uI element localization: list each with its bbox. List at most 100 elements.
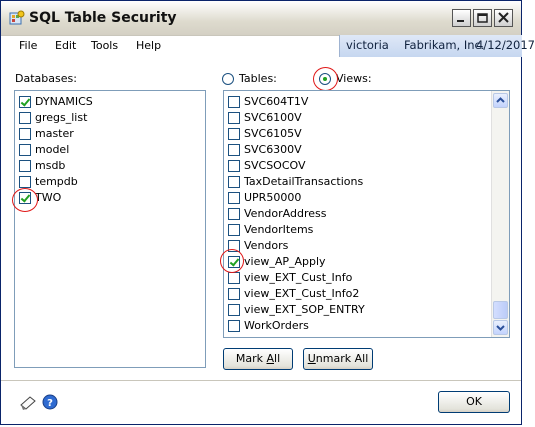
user-date: 4/12/2017	[476, 38, 535, 52]
database-item[interactable]: TWO	[19, 191, 209, 207]
help-icon[interactable]: ?	[42, 394, 58, 410]
company-name: Fabrikam, Inc.	[404, 38, 485, 52]
user-info-bar: victoria Fabrikam, Inc. 4/12/2017	[339, 35, 535, 57]
object-item-checkbox[interactable]	[228, 128, 240, 140]
tables-radio-label: Tables:	[239, 72, 277, 85]
object-item[interactable]: SVC6105V	[228, 127, 513, 143]
object-item[interactable]: SVCSOCOV	[228, 159, 513, 175]
object-item-checkbox[interactable]	[228, 272, 240, 284]
database-item-label: tempdb	[35, 175, 78, 188]
database-item-checkbox[interactable]	[19, 112, 31, 124]
unmark-all-button[interactable]: Unmark All	[303, 348, 373, 370]
object-item[interactable]: SVC6100V	[228, 111, 513, 127]
object-item-checkbox[interactable]	[228, 112, 240, 124]
object-item[interactable]: WorkOrders	[228, 319, 513, 335]
sql-table-security-window: SQL Table Security File Edit Tools Help …	[0, 0, 522, 425]
object-item-checkbox[interactable]	[228, 224, 240, 236]
object-item[interactable]: Vendors	[228, 239, 513, 255]
menu-file[interactable]: File	[19, 39, 38, 52]
scroll-down-icon	[496, 325, 505, 331]
database-item-checkbox[interactable]	[19, 160, 31, 172]
object-item-label: SVC6300V	[244, 143, 302, 156]
object-item-label: UPR50000	[244, 191, 302, 204]
maximize-button[interactable]	[473, 9, 492, 27]
database-item-label: master	[35, 127, 74, 140]
object-item-checkbox[interactable]	[228, 320, 240, 332]
menu-tools[interactable]: Tools	[91, 39, 119, 52]
object-item-label: WorkOrders	[244, 319, 309, 332]
object-item-checkbox[interactable]	[228, 160, 240, 172]
object-item-label: SVC604T1V	[244, 95, 309, 108]
object-item-label: view_EXT_Cust_Info2	[244, 287, 360, 300]
window-title: SQL Table Security	[29, 10, 177, 26]
user-name: victoria	[346, 38, 389, 52]
database-item-label: model	[35, 143, 70, 156]
database-item-checkbox[interactable]	[19, 128, 31, 140]
object-item[interactable]: view_EXT_Cust_Info	[228, 271, 513, 287]
object-item[interactable]: view_EXT_Cust_Info2	[228, 287, 513, 303]
object-item-label: view_EXT_SOP_ENTRY	[244, 303, 365, 316]
database-item-label: msdb	[35, 159, 66, 172]
maximize-icon	[477, 13, 488, 23]
minimize-button[interactable]	[452, 9, 471, 27]
database-item-checkbox[interactable]	[19, 176, 31, 188]
close-icon	[498, 12, 509, 23]
databases-label: Databases:	[15, 72, 77, 85]
database-item[interactable]: gregs_list	[19, 111, 209, 127]
object-item-checkbox[interactable]	[228, 208, 240, 220]
scroll-down-button[interactable]	[493, 320, 508, 335]
scroll-thumb[interactable]	[493, 301, 508, 319]
title-bar: SQL Table Security	[1, 1, 521, 35]
object-item-label: view_EXT_Cust_Info	[244, 271, 353, 284]
object-item-label: Vendors	[244, 239, 289, 252]
object-item-checkbox[interactable]	[228, 304, 240, 316]
object-item-checkbox[interactable]	[228, 192, 240, 204]
close-button[interactable]	[494, 9, 513, 27]
object-item[interactable]: UPR50000	[228, 191, 513, 207]
app-icon	[9, 10, 25, 26]
object-item[interactable]: view_EXT_SOP_ENTRY	[228, 303, 513, 319]
footer-divider	[1, 380, 521, 381]
menu-edit[interactable]: Edit	[55, 39, 77, 52]
database-item-checkbox[interactable]	[19, 96, 31, 108]
menu-help[interactable]: Help	[136, 39, 162, 52]
highlight-circle-two	[12, 188, 38, 212]
object-item[interactable]: VendorItems	[228, 223, 513, 239]
database-item[interactable]: DYNAMICS	[19, 95, 209, 111]
note-icon[interactable]	[19, 395, 37, 411]
database-item-label: DYNAMICS	[35, 95, 93, 108]
database-item[interactable]: model	[19, 143, 209, 159]
object-item[interactable]: SVC604T1V	[228, 95, 513, 111]
database-item-checkbox[interactable]	[19, 144, 31, 156]
highlight-circle-view-ap-apply	[220, 249, 244, 273]
object-item[interactable]: view_AP_Apply	[228, 255, 513, 271]
unmark-all-label-post: nmark All	[315, 352, 369, 365]
object-item-checkbox[interactable]	[228, 96, 240, 108]
highlight-circle-views	[313, 67, 338, 91]
database-item[interactable]: master	[19, 127, 209, 143]
object-item-label: VendorAddress	[244, 207, 327, 220]
object-item[interactable]: TaxDetailTransactions	[228, 175, 513, 191]
ok-button[interactable]: OK	[438, 391, 510, 413]
object-item[interactable]: VendorAddress	[228, 207, 513, 223]
mark-all-hotkey: A	[266, 352, 275, 365]
unmark-all-hotkey: U	[307, 352, 316, 365]
object-item-label: view_AP_Apply	[244, 255, 326, 268]
database-item-label: gregs_list	[35, 111, 88, 124]
mark-all-label-pre: Mark	[235, 352, 267, 365]
scroll-up-button[interactable]	[493, 93, 508, 108]
object-item-checkbox[interactable]	[228, 144, 240, 156]
objects-scrollbar[interactable]	[491, 91, 509, 337]
object-item-label: VendorItems	[244, 223, 314, 236]
object-item-checkbox[interactable]	[228, 288, 240, 300]
object-item[interactable]: SVC6300V	[228, 143, 513, 159]
database-item[interactable]: msdb	[19, 159, 209, 175]
tables-radio[interactable]	[222, 73, 234, 85]
mark-all-button[interactable]: Mark All	[223, 348, 293, 370]
object-item-label: SVC6105V	[244, 127, 302, 140]
object-item-checkbox[interactable]	[228, 176, 240, 188]
database-item[interactable]: tempdb	[19, 175, 209, 191]
